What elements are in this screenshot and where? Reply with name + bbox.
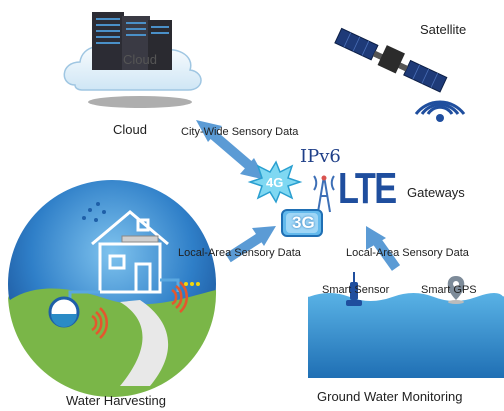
satellite-icon (334, 27, 448, 93)
gateways-label: Gateways (407, 185, 465, 200)
water-tank-icon (48, 296, 80, 328)
arrow-head-gateway (240, 158, 266, 180)
house-icon (91, 210, 169, 294)
gps-pin-icon (447, 276, 465, 304)
satellite-signal-icon (414, 100, 466, 122)
4g-badge-icon (247, 160, 303, 204)
local-area-left-label: Local-Area Sensory Data (178, 247, 301, 259)
3g-label: 3G (292, 213, 315, 232)
cloud-caption: Cloud (113, 122, 147, 137)
arrow-monitoring-gateway (366, 226, 401, 271)
smart-sensor-label: Smart Sensor (322, 284, 390, 296)
local-area-right-label: Local-Area Sensory Data (346, 247, 469, 259)
sensor-lights-icon (184, 282, 200, 286)
arrow-harvesting-gateway (225, 226, 276, 263)
ground-water-label: Ground Water Monitoring (317, 389, 463, 404)
water-harvesting-label: Water Harvesting (66, 393, 166, 408)
arrow-head-cloud (196, 120, 222, 142)
rain-icon (82, 202, 106, 222)
smart-gps-label: Smart GPS (421, 284, 477, 296)
antenna-tower-icon (313, 175, 335, 213)
arrow-cloud-gateway (206, 128, 256, 172)
ground-water-scene (307, 291, 504, 378)
cloud-shadow (88, 96, 192, 108)
gutter-sensor-icon (121, 235, 159, 243)
satellite-label: Satellite (420, 22, 467, 37)
city-wide-link-label: City-Wide Sensory Data (181, 126, 299, 138)
wireless-icon (91, 281, 189, 339)
4g-label: 4G (266, 175, 284, 190)
water-harvesting-scene (8, 180, 217, 398)
server-icon (92, 12, 172, 70)
cloud-inner-label: Cloud (123, 52, 157, 67)
lte-label: LTE (338, 164, 397, 213)
3g-badge-icon (281, 209, 323, 237)
ipv6-label: IPv6 (300, 146, 341, 167)
smart-sensor-icon (346, 272, 362, 306)
